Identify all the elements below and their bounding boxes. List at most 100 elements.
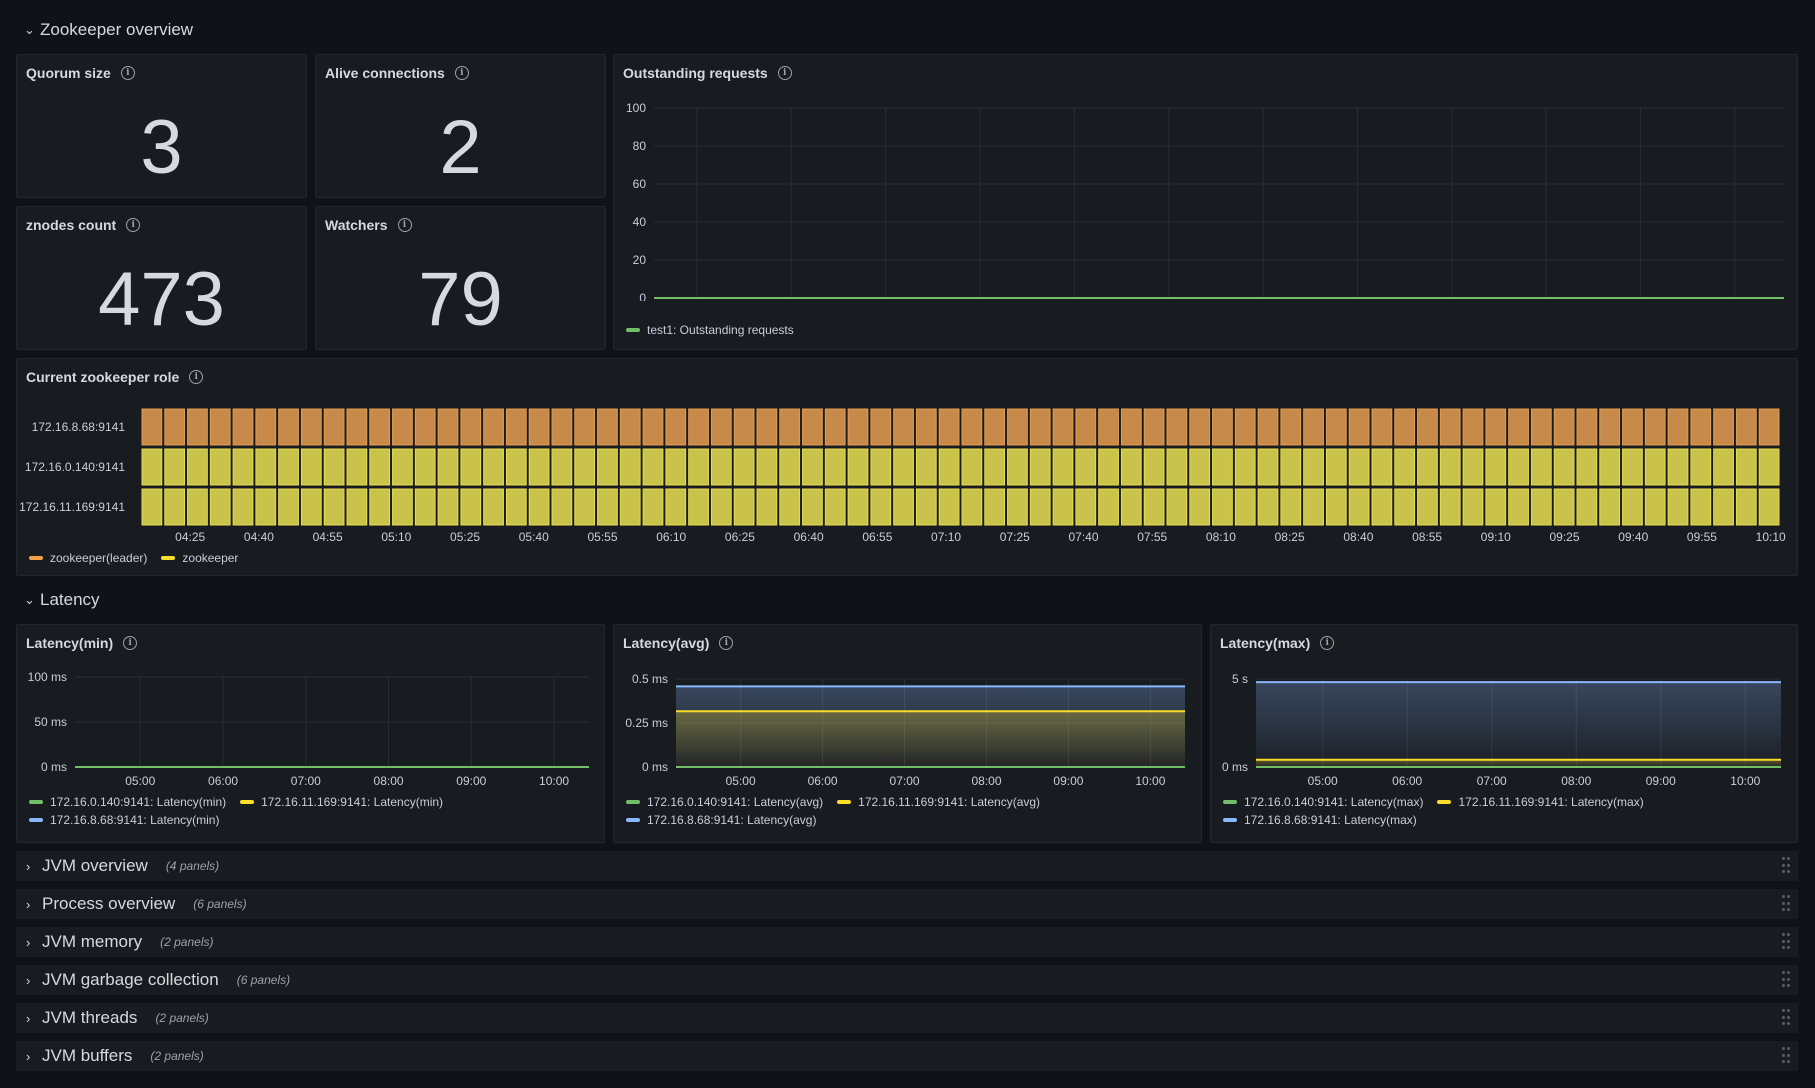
panel-title[interactable]: Outstanding requests i — [623, 63, 792, 83]
state-cell — [346, 408, 368, 446]
legend-item[interactable]: test1: Outstanding requests — [626, 323, 794, 337]
legend-item[interactable]: 172.16.8.68:9141: Latency(max) — [1223, 813, 1417, 827]
state-cell — [870, 448, 892, 486]
panel-title[interactable]: znodes count i — [26, 215, 141, 235]
legend-item[interactable]: 172.16.11.169:9141: Latency(max) — [1437, 795, 1644, 809]
panel-title[interactable]: Alive connections i — [325, 63, 469, 83]
info-icon[interactable]: i — [120, 66, 135, 80]
drag-handle-icon[interactable] — [1782, 1009, 1790, 1027]
state-cell — [1576, 448, 1598, 486]
state-cell — [1212, 488, 1233, 526]
row-jvm-garbage-collection[interactable]: › JVM garbage collection (6 panels) — [16, 965, 1798, 995]
panel-title[interactable]: Current zookeeper role i — [26, 367, 204, 387]
panel-title[interactable]: Watchers i — [325, 215, 412, 235]
info-icon[interactable]: i — [123, 636, 138, 650]
state-cell — [1439, 488, 1461, 526]
drag-handle-icon[interactable] — [1782, 1047, 1790, 1065]
panel-title[interactable]: Latency(max) i — [1220, 633, 1335, 653]
stat-panel-znodes-count: znodes count i 473 — [16, 206, 307, 350]
legend-item[interactable]: 172.16.8.68:9141: Latency(avg) — [626, 813, 816, 827]
x-tick-label: 04:40 — [244, 530, 274, 544]
state-cell — [1599, 488, 1621, 526]
state-cell — [1485, 488, 1507, 526]
panel-title[interactable]: Latency(min) i — [26, 633, 138, 653]
info-icon[interactable]: i — [719, 636, 734, 650]
x-tick-label: 07:00 — [291, 774, 321, 788]
drag-handle-icon[interactable] — [1782, 933, 1790, 951]
info-icon[interactable]: i — [454, 66, 469, 80]
legend: test1: Outstanding requests — [626, 323, 794, 337]
state-cell — [1325, 488, 1347, 526]
legend-label: 172.16.0.140:9141: Latency(avg) — [647, 795, 824, 809]
state-cell — [893, 408, 914, 446]
state-cell — [1713, 408, 1734, 446]
drag-handle-icon[interactable] — [1782, 857, 1790, 875]
legend-item[interactable]: 172.16.11.169:9141: Latency(min) — [240, 795, 443, 809]
info-icon[interactable]: i — [1320, 636, 1335, 650]
state-cell — [141, 408, 163, 446]
state-cell — [1303, 408, 1324, 446]
row-jvm-buffers[interactable]: › JVM buffers (2 panels) — [16, 1041, 1798, 1071]
state-cell — [300, 488, 322, 526]
legend-item[interactable]: 172.16.8.68:9141: Latency(min) — [29, 813, 219, 827]
state-cell — [688, 488, 709, 526]
state-cell — [802, 408, 823, 446]
panel-title-text: Watchers — [325, 217, 388, 233]
legend-label: test1: Outstanding requests — [647, 323, 794, 337]
legend-swatch — [29, 800, 43, 804]
legend-item[interactable]: zookeeper — [161, 551, 238, 565]
x-tick-label: 10:10 — [1756, 530, 1786, 544]
drag-handle-icon[interactable] — [1782, 971, 1790, 989]
state-cell — [1667, 488, 1689, 526]
legend-label: 172.16.8.68:9141: Latency(max) — [1244, 813, 1417, 827]
row-jvm-overview[interactable]: › JVM overview (4 panels) — [16, 851, 1798, 881]
info-icon[interactable]: i — [777, 66, 792, 80]
row-jvm-memory[interactable]: › JVM memory (2 panels) — [16, 927, 1798, 957]
state-cell — [1257, 448, 1279, 486]
chevron-right-icon: › — [26, 972, 31, 988]
legend-item[interactable]: 172.16.0.140:9141: Latency(min) — [29, 795, 226, 809]
state-cell — [710, 488, 732, 526]
drag-handle-icon[interactable] — [1782, 895, 1790, 913]
state-cell — [483, 408, 504, 446]
legend-swatch — [1223, 818, 1237, 822]
legend-item[interactable]: zookeeper(leader) — [29, 551, 147, 565]
state-cell — [1120, 408, 1142, 446]
state-cell — [802, 488, 823, 526]
x-tick-label: 04:55 — [313, 530, 343, 544]
state-cell — [1439, 408, 1461, 446]
row-header-latency[interactable]: ⌄ Latency — [24, 584, 100, 616]
legend-item[interactable]: 172.16.0.140:9141: Latency(avg) — [626, 795, 823, 809]
state-cell — [1485, 448, 1507, 486]
state-cell — [346, 488, 368, 526]
x-tick-label: 06:55 — [862, 530, 892, 544]
state-cell — [1348, 408, 1370, 446]
state-cell — [1758, 408, 1780, 446]
legend-item[interactable]: 172.16.11.169:9141: Latency(avg) — [837, 795, 1040, 809]
zookeeper-role-state-timeline[interactable]: 172.16.8.68:9141172.16.0.140:9141172.16.… — [17, 379, 1797, 569]
row-header-zookeeper-overview[interactable]: ⌄ Zookeeper overview — [24, 14, 193, 46]
state-cell — [1667, 448, 1689, 486]
state-cell — [961, 488, 983, 526]
legend-item[interactable]: 172.16.0.140:9141: Latency(max) — [1223, 795, 1423, 809]
state-cell — [1143, 448, 1165, 486]
outstanding-requests-chart[interactable]: 02040608010004:3005:0005:3006:0006:3007:… — [614, 91, 1797, 301]
panel-title[interactable]: Latency(avg) i — [623, 633, 734, 653]
row-process-overview[interactable]: › Process overview (6 panels) — [16, 889, 1798, 919]
info-icon[interactable]: i — [126, 218, 141, 232]
info-icon[interactable]: i — [189, 370, 204, 384]
info-icon[interactable]: i — [397, 218, 412, 232]
y-tick-label: 60 — [633, 177, 647, 191]
state-cell — [688, 408, 709, 446]
state-cell — [232, 408, 254, 446]
state-cell — [551, 488, 573, 526]
row-jvm-threads[interactable]: › JVM threads (2 panels) — [16, 1003, 1798, 1033]
panel-title[interactable]: Quorum size i — [26, 63, 135, 83]
state-cell — [1212, 408, 1233, 446]
state-cell — [1690, 408, 1712, 446]
y-tick-label: 0 — [639, 291, 646, 301]
